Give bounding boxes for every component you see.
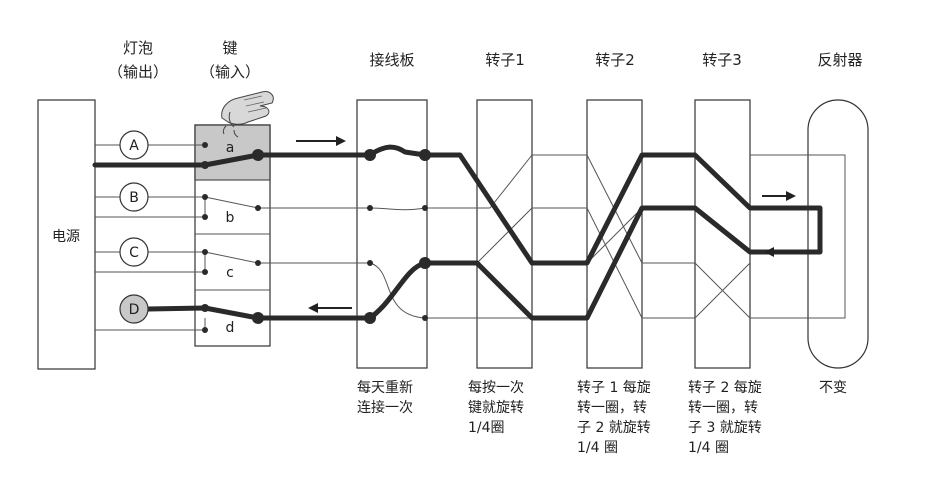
rotor2-header: 转子2 — [595, 51, 635, 69]
rotor1-box — [476, 99, 533, 369]
key-d-label: d — [226, 320, 235, 336]
rotor1-header: 转子1 — [485, 51, 525, 69]
key-header-line2: （输入） — [200, 63, 260, 81]
lamp-a-bulb — [119, 130, 149, 160]
lamp-c-label: C — [129, 245, 139, 261]
signal-path — [92, 144, 823, 321]
key-header-line1: 键 — [222, 39, 237, 57]
rotor2-box — [586, 99, 643, 369]
rotor2-caption: 转子 1 每旋 转一圈，转 子 2 就旋转 1/4 圈 — [577, 380, 651, 456]
power-label: 电源 — [52, 229, 80, 245]
plugboard-caption: 每天重新 连接一次 — [357, 380, 413, 416]
key-a-label: a — [226, 140, 235, 156]
svg-text:转一圈，转: 转一圈，转 — [577, 400, 647, 416]
svg-text:每天重新: 每天重新 — [357, 380, 413, 396]
lamp-header-line2: （输出） — [108, 63, 168, 81]
svg-text:不变: 不变 — [819, 380, 847, 396]
reflector-box — [807, 99, 869, 369]
lamp-header-line1: 灯泡 — [123, 39, 153, 57]
lamp-a-label: A — [129, 138, 139, 154]
rotor3-caption: 转子 2 每旋 转一圈，转 子 3 就旋转 1/4 圈 — [688, 380, 762, 456]
reflector-caption: 不变 — [819, 380, 847, 396]
lamp-d-bulb-lit — [119, 294, 149, 324]
svg-text:1/4 圈: 1/4 圈 — [688, 440, 729, 456]
rotor3-header: 转子3 — [702, 51, 742, 69]
svg-text:1/4圈: 1/4圈 — [468, 420, 505, 436]
svg-text:转子 2 每旋: 转子 2 每旋 — [688, 380, 762, 396]
svg-text:转子 1 每旋: 转子 1 每旋 — [577, 380, 651, 396]
lamp-b-bulb — [119, 182, 149, 212]
svg-text:连接一次: 连接一次 — [357, 399, 413, 416]
key-b-label: b — [226, 210, 235, 226]
lamp-b: B — [119, 182, 149, 212]
power-source-box — [37, 99, 96, 370]
svg-text:子 2 就旋转: 子 2 就旋转 — [577, 420, 651, 436]
svg-text:键就旋转: 键就旋转 — [468, 400, 524, 416]
lamp-d-label: D — [129, 302, 140, 318]
lamp-d: D — [119, 294, 149, 324]
lamp-c-bulb — [119, 237, 149, 267]
rotor1-caption: 每按一次 键就旋转 1/4圈 — [468, 380, 524, 436]
thin-wiring — [95, 144, 846, 331]
svg-text:1/4 圈: 1/4 圈 — [577, 440, 618, 456]
svg-text:子 3 就旋转: 子 3 就旋转 — [688, 420, 762, 436]
arrow-right-icon — [296, 136, 346, 146]
plugboard-box — [356, 99, 428, 369]
arrow-left-icon — [764, 247, 800, 257]
svg-text:转一圈，转: 转一圈，转 — [688, 400, 758, 416]
pointing-hand-icon — [221, 91, 274, 138]
reflector-header: 反射器 — [817, 51, 862, 69]
rotor3-box — [694, 99, 751, 369]
lamp-b-label: B — [129, 190, 139, 206]
key-c-label: c — [226, 265, 234, 281]
plugboard-header: 接线板 — [369, 51, 414, 69]
svg-text:每按一次: 每按一次 — [468, 380, 524, 396]
lamp-a: A — [119, 130, 149, 160]
junction-dots — [201, 142, 431, 333]
arrow-left-icon — [308, 303, 352, 313]
arrow-right-icon — [762, 191, 796, 201]
lamp-c: C — [119, 237, 149, 267]
